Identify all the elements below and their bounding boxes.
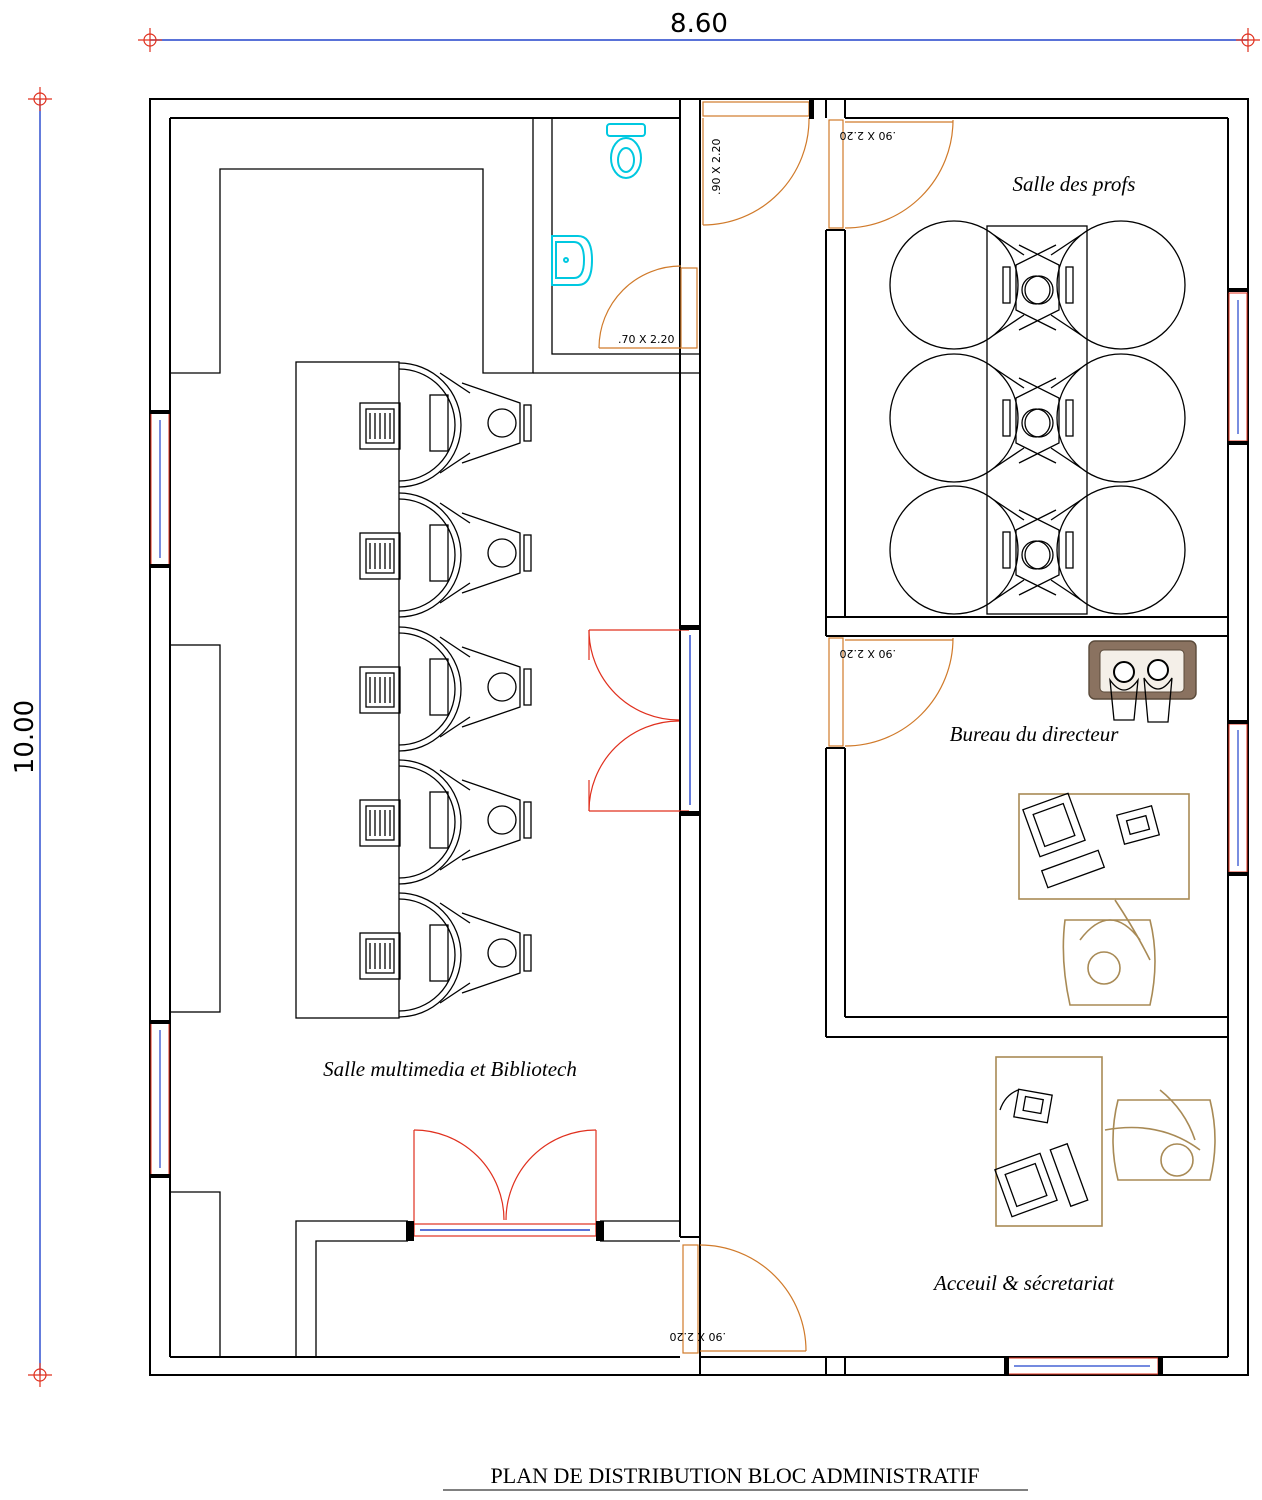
person-icon <box>993 234 1074 336</box>
toilet-icon <box>606 123 646 179</box>
computer-icon <box>994 1142 1089 1218</box>
workstation <box>359 362 532 488</box>
reception-furniture <box>994 1056 1216 1227</box>
reception-door-label: .90 X 2.20 <box>669 1330 726 1343</box>
meeting-seat <box>1002 485 1186 615</box>
person-icon <box>439 636 532 738</box>
meeting-seat <box>1002 353 1186 483</box>
left-windows <box>150 410 170 1178</box>
multimedia-walls <box>169 117 700 1357</box>
profs-door[interactable]: .90 X 2.20 <box>828 119 954 229</box>
workstation <box>359 626 532 752</box>
corridor-door-label: .90 X 2.20 <box>710 138 723 195</box>
workstation <box>359 759 532 885</box>
armchair-icon <box>1104 1089 1216 1181</box>
profs-door-label: .90 X 2.20 <box>839 129 896 142</box>
computer-icon <box>359 791 449 849</box>
person-icon <box>439 372 532 474</box>
person-icon <box>439 902 532 1004</box>
person-icon <box>1109 659 1173 723</box>
corridor-top-door[interactable]: .90 X 2.20 <box>702 99 814 226</box>
director-room-label: Bureau du directeur <box>950 722 1120 746</box>
height-dimension: 10.00 <box>10 87 52 1387</box>
sink-icon <box>551 235 594 286</box>
meeting-seat <box>889 220 1074 350</box>
height-label: 10.00 <box>10 700 40 774</box>
width-dimension: 8.60 <box>138 9 1260 52</box>
person-icon <box>439 769 532 871</box>
main-entrance-door[interactable] <box>406 1129 604 1241</box>
person-icon <box>1002 499 1082 601</box>
wc-door-label: .70 X 2.20 <box>618 333 675 346</box>
director-door-label: .90 X 2.20 <box>839 647 896 660</box>
computer-icon <box>359 394 449 452</box>
workstation <box>359 492 532 618</box>
meeting-seats <box>889 220 1186 615</box>
meeting-seat <box>889 353 1074 483</box>
meeting-seat <box>889 485 1074 615</box>
computer-icon <box>359 658 449 716</box>
reception-corridor-door[interactable]: .90 X 2.20 <box>669 1244 807 1354</box>
meeting-seat <box>1002 220 1186 350</box>
meeting-table <box>986 225 1088 615</box>
computer-icon <box>1022 792 1106 889</box>
multimedia-side-door[interactable] <box>588 625 700 816</box>
reception-room-label: Acceuil & sécretariat <box>932 1271 1115 1295</box>
workstations <box>359 362 532 1018</box>
right-windows <box>1004 288 1248 1375</box>
person-icon <box>993 499 1074 601</box>
armchair-icon <box>1062 899 1156 1006</box>
computer-icon <box>359 924 449 982</box>
wc-fixtures: .70 X 2.20 <box>551 123 698 349</box>
wc-door[interactable]: .70 X 2.20 <box>598 265 698 349</box>
phone-icon <box>999 1088 1053 1124</box>
computer-icon <box>359 524 449 582</box>
right-walls <box>825 229 1228 1375</box>
width-label: 8.60 <box>670 9 728 39</box>
workstation <box>359 892 532 1018</box>
phone-icon <box>1115 805 1161 845</box>
profs-room-label: Salle des profs <box>1013 172 1136 196</box>
person-icon <box>1002 234 1082 336</box>
person-icon <box>439 502 532 604</box>
plan-title: PLAN DE DISTRIBUTION BLOC ADMINISTRATIF <box>491 1463 980 1488</box>
person-icon <box>1002 367 1082 469</box>
director-furniture <box>1018 640 1197 1006</box>
director-door[interactable]: .90 X 2.20 <box>828 637 954 747</box>
multimedia-room-label: Salle multimedia et Bibliotech <box>323 1057 577 1081</box>
person-icon <box>993 367 1074 469</box>
